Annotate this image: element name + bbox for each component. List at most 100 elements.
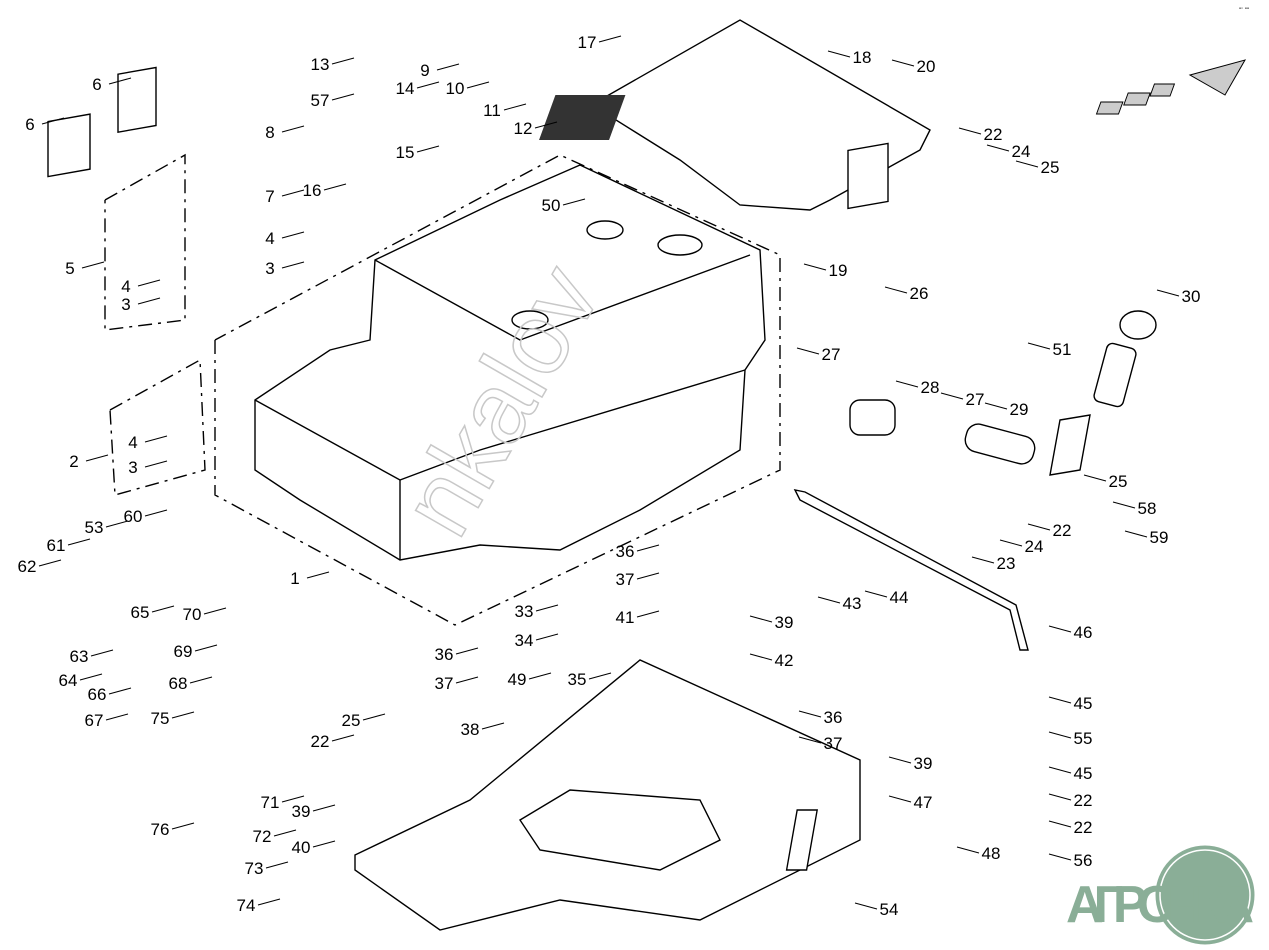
callout-label: 39 <box>775 613 794 632</box>
leader-line <box>986 144 1010 152</box>
callout-label: 64 <box>59 671 78 690</box>
callout-label: 39 <box>292 802 311 821</box>
leader-line <box>137 279 161 287</box>
callout-label: 38 <box>461 720 480 739</box>
leader-line <box>189 676 213 684</box>
direction-arrow-icon <box>1095 59 1247 115</box>
leader-line <box>416 81 440 89</box>
leader-line <box>105 713 129 721</box>
leader-line <box>1048 731 1072 739</box>
callout-label: 7 <box>265 187 274 206</box>
callout-label: 44 <box>890 588 909 607</box>
leader-line <box>194 644 218 652</box>
leader-line <box>137 297 161 305</box>
callout-label: 15 <box>396 143 415 162</box>
callout-label: 5 <box>65 259 74 278</box>
callout-label: 3 <box>121 295 130 314</box>
group-2-boundary <box>109 358 206 496</box>
leader-line <box>803 263 827 271</box>
leader-line <box>281 189 305 197</box>
tank-strap <box>793 489 1029 651</box>
callout-label: 57 <box>311 91 330 110</box>
callout-label: 34 <box>515 631 534 650</box>
callout-label: 3 <box>265 259 274 278</box>
callout-label: 3 <box>128 458 137 477</box>
callout-label: 43 <box>843 594 862 613</box>
leader-line <box>535 633 559 641</box>
callout-label: 76 <box>151 820 170 839</box>
callout-label: 37 <box>616 570 635 589</box>
callout-label: 66 <box>88 685 107 704</box>
leader-line <box>151 605 175 613</box>
callout-label: 25 <box>1109 472 1128 491</box>
callout-label: 4 <box>121 277 130 296</box>
leader-line <box>1048 853 1072 861</box>
callout-label: 29 <box>1010 400 1029 419</box>
cover-grid <box>539 95 626 140</box>
callout-label: 19 <box>829 261 848 280</box>
leader-line <box>331 57 355 65</box>
leader-line <box>85 454 109 462</box>
leader-line <box>1048 766 1072 774</box>
leader-line <box>588 672 612 680</box>
leader-line <box>455 676 479 684</box>
leader-line <box>306 571 330 579</box>
leader-line <box>940 392 964 400</box>
callout-label: 63 <box>70 647 89 666</box>
callout-label: 47 <box>914 793 933 812</box>
group-5-boundary <box>104 153 186 331</box>
leader-line <box>1048 793 1072 801</box>
leader-line <box>864 590 888 598</box>
callout-label: 13 <box>311 55 330 74</box>
leader-line <box>466 81 490 89</box>
leader-line <box>888 795 912 803</box>
leader-line <box>323 183 347 191</box>
leader-line <box>854 902 878 910</box>
callout-label: 41 <box>616 608 635 627</box>
leader-line <box>999 539 1023 547</box>
leader-line <box>956 846 980 854</box>
leader-line <box>636 572 660 580</box>
callout-label: 56 <box>1074 851 1093 870</box>
callout-label: 27 <box>966 390 985 409</box>
leader-line <box>38 559 62 567</box>
callout-label: 65 <box>131 603 150 622</box>
leader-line <box>984 402 1008 410</box>
leader-line <box>281 261 305 269</box>
callout-label: 68 <box>169 674 188 693</box>
callout-label: 39 <box>914 754 933 773</box>
leader-line <box>265 861 289 869</box>
leader-line <box>636 610 660 618</box>
leader-line <box>281 795 305 803</box>
callout-label: 22 <box>1074 818 1093 837</box>
leader-line <box>958 127 982 135</box>
callout-label: 36 <box>616 542 635 561</box>
callout-label: 16 <box>303 181 322 200</box>
leader-line <box>416 145 440 153</box>
leader-line <box>598 35 622 43</box>
callout-label: 37 <box>824 734 843 753</box>
leader-line <box>884 286 908 294</box>
leader-line <box>312 840 336 848</box>
callout-label: 71 <box>261 793 280 812</box>
callout-label: 4 <box>128 433 137 452</box>
callout-label: 18 <box>853 48 872 67</box>
leader-line <box>455 647 479 655</box>
leader-line <box>171 822 195 830</box>
fuel-tank <box>254 164 766 561</box>
callout-label: 22 <box>1074 791 1093 810</box>
callout-label: 11 <box>483 101 501 120</box>
leader-line <box>562 198 586 206</box>
callout-label: 69 <box>174 642 193 661</box>
leader-line <box>1124 530 1148 538</box>
callout-label: 36 <box>824 708 843 727</box>
callout-label: 51 <box>1053 340 1072 359</box>
callout-label: 23 <box>997 554 1016 573</box>
callout-label: 28 <box>921 378 940 397</box>
callout-label: 27 <box>822 345 841 364</box>
leader-line <box>798 710 822 718</box>
leader-line <box>144 509 168 517</box>
callout-label: 72 <box>253 827 272 846</box>
callout-label: 25 <box>342 711 361 730</box>
